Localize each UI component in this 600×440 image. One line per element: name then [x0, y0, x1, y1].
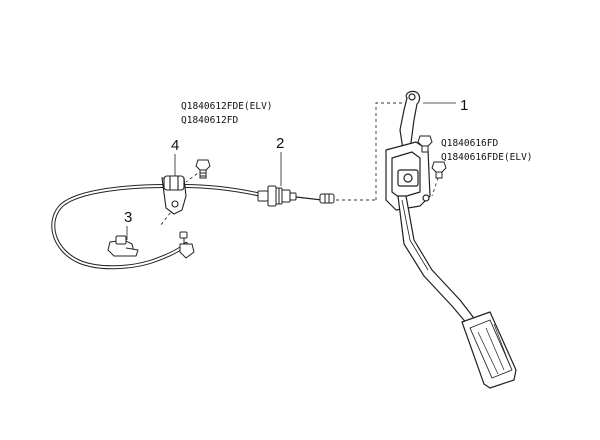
part-number-pedal-bolt-elv: Q1840616FDE(ELV)	[441, 152, 533, 163]
cable-retainer-clip	[107, 235, 139, 257]
pedal-bolt-upper-icon	[417, 135, 433, 153]
cable-end-clip	[179, 231, 195, 259]
part-number-bracket-bolt-elv: Q1840612FDE(ELV)	[181, 101, 273, 112]
callout-3: 3	[124, 209, 132, 226]
accelerator-cable	[51, 184, 323, 270]
part-number-bracket-bolt: Q1840612FD	[181, 115, 238, 126]
cable-end-fitting	[319, 193, 335, 204]
callout-4: 4	[171, 137, 179, 154]
bracket-bolt-icon	[195, 159, 211, 179]
part-number-pedal-bolt: Q1840616FD	[441, 138, 498, 149]
cable-adjuster	[257, 185, 297, 207]
accelerator-pedal-assembly	[385, 90, 517, 389]
callout-1: 1	[460, 97, 468, 114]
pedal-bolt-lower-icon	[431, 161, 447, 179]
callout-2: 2	[276, 135, 284, 152]
cable-bracket	[161, 175, 187, 215]
